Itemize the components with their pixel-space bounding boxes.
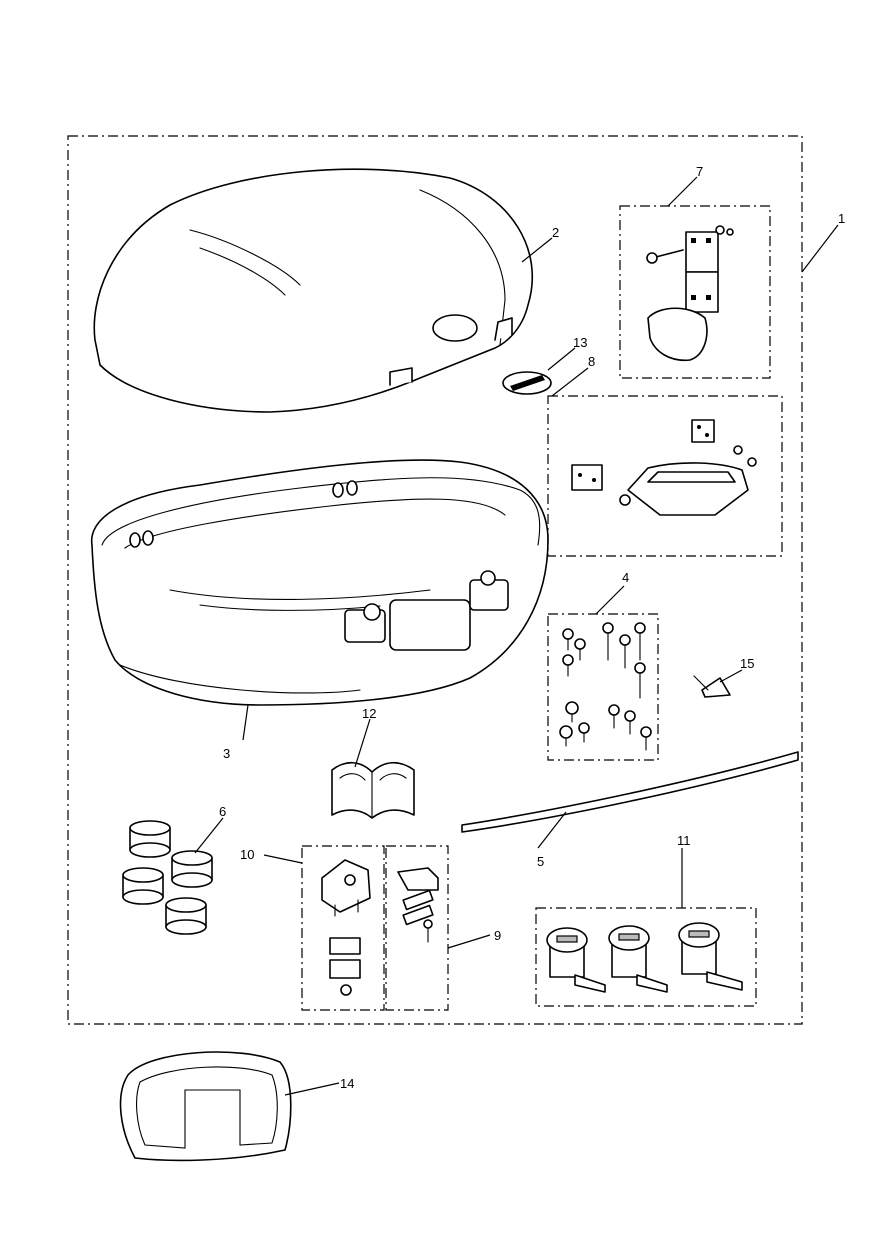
key-tag [693,675,731,698]
catch-kit [385,845,449,1011]
callout-13: 13 [573,335,587,350]
spacers [122,820,213,935]
seal-strip [461,751,799,833]
callout-11: 11 [677,833,691,848]
callout-7: 7 [696,164,703,179]
leader-lines [194,176,839,1096]
hinge-kit [619,205,771,379]
callout-12: 12 [362,706,376,721]
callout-3: 3 [223,746,230,761]
callout-9: 9 [494,928,501,943]
screw [559,622,652,751]
handle-kit [547,395,783,557]
callout-1: 1 [838,211,845,226]
lid [93,168,533,413]
callout-5: 5 [537,854,544,869]
latch-kit [301,845,385,1011]
box-base [90,459,549,706]
callout-15: 15 [740,656,754,671]
badge [502,371,552,395]
callout-2: 2 [552,225,559,240]
callout-14: 14 [340,1076,354,1091]
lock-barrels [535,907,757,1007]
callout-6: 6 [219,804,226,819]
callout-10: 10 [240,847,254,862]
kit-boundary [67,135,803,1025]
callout-8: 8 [588,354,595,369]
callout-4: 4 [622,570,629,585]
manual [331,761,415,819]
screw-kit [547,613,659,761]
backrest-pad [119,1051,292,1162]
